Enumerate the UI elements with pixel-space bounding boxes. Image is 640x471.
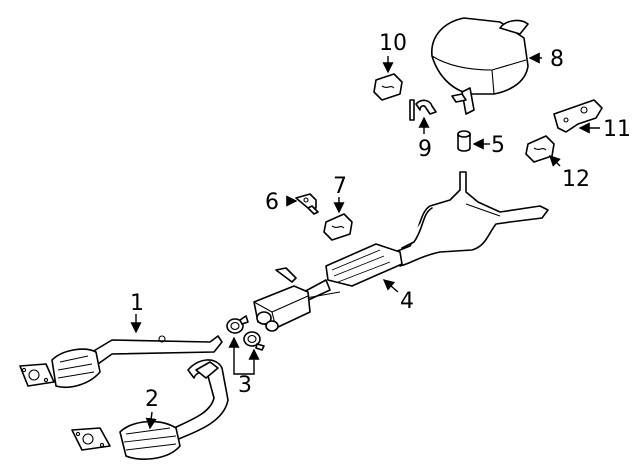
part-5-coupler (457, 130, 471, 152)
part-1-front-pipe (19, 335, 223, 388)
part-8-rear-muffler (431, 17, 529, 115)
callout-6: 6 (265, 190, 279, 215)
callout-7: 7 (333, 174, 347, 199)
callout-8: 8 (550, 47, 564, 72)
callout-4: 4 (400, 289, 414, 314)
callout-3: 3 (238, 373, 252, 398)
callout-10: 10 (379, 31, 407, 56)
callout-12: 12 (562, 167, 590, 192)
leader-lines (130, 52, 600, 430)
part-6-bracket (295, 193, 319, 215)
part-12-hanger (525, 135, 555, 163)
part-10-hanger (373, 73, 403, 101)
part-3-clamps (226, 315, 265, 351)
part-2-rear-pipe (71, 359, 229, 460)
callout-2: 2 (145, 387, 159, 412)
part-7-hanger (323, 213, 353, 241)
part-11-bracket (553, 99, 603, 133)
part-4-intermediate-pipe (253, 171, 549, 332)
callout-5: 5 (491, 133, 505, 158)
callout-9: 9 (418, 137, 432, 162)
part-9-hanger-bracket (409, 99, 437, 121)
callout-11: 11 (603, 117, 631, 142)
callout-1: 1 (130, 291, 144, 316)
